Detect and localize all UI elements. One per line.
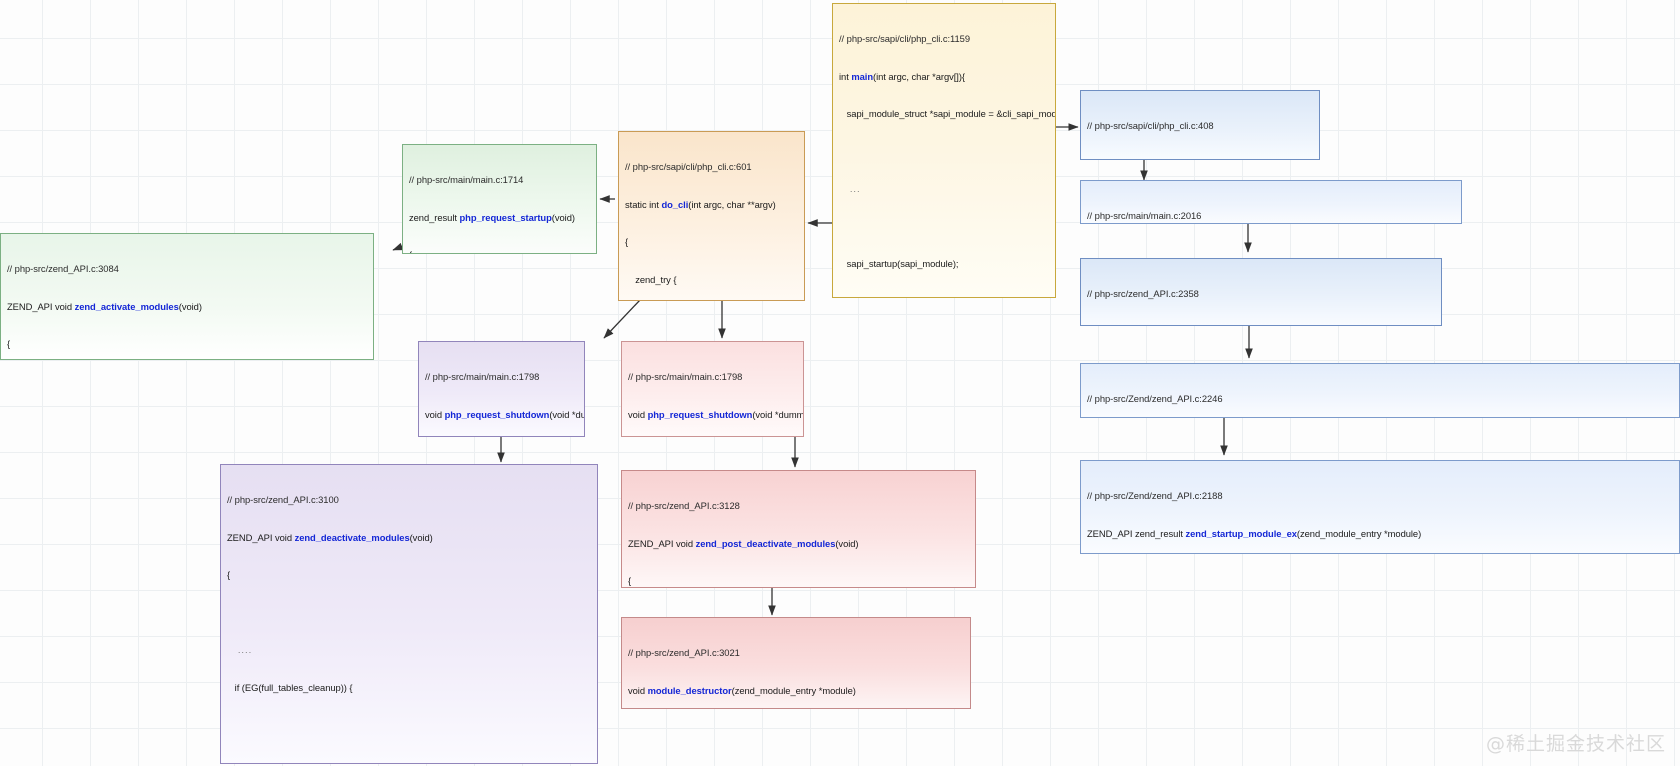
node-main[interactable]: // php-src/sapi/cli/php_cli.c:1159 int m…	[832, 3, 1056, 298]
code-line: int main(int argc, char *argv[]){	[839, 70, 966, 82]
code-line: ....	[227, 644, 253, 655]
node-php-cli-startup[interactable]: // php-src/sapi/cli/php_cli.c:408 static…	[1080, 90, 1320, 160]
node-comment: // php-src/zend_API.c:3021	[628, 647, 740, 658]
code-line: sapi_startup(sapi_module);	[839, 258, 959, 269]
code-line: {	[625, 236, 629, 247]
code-line: {	[628, 575, 632, 586]
code-line: {	[227, 569, 231, 580]
code-line: static int do_cli(int argc, char **argv)	[625, 198, 776, 210]
code-line: ...	[839, 183, 861, 194]
code-line: sapi_started = 1;	[839, 296, 1049, 298]
node-comment: // php-src/main/main.c:1798	[425, 371, 540, 382]
node-php-request-shutdown-right[interactable]: // php-src/main/main.c:1798 void php_req…	[621, 341, 804, 437]
node-zend-deactivate-modules[interactable]: // php-src/zend_API.c:3100 ZEND_API void…	[220, 464, 598, 764]
code-line: ZEND_API zend_result zend_startup_module…	[1087, 527, 1422, 539]
node-zend-activate-modules[interactable]: // php-src/zend_API.c:3084 ZEND_API void…	[0, 233, 374, 360]
node-comment: // php-src/main/main.c:1798	[628, 371, 743, 382]
node-php-request-shutdown-left[interactable]: // php-src/main/main.c:1798 void php_req…	[418, 341, 585, 437]
watermark: @稀土掘金技术社区	[1485, 733, 1666, 755]
code-line: ZEND_API void zend_startup_modules(void)	[1087, 326, 1435, 327]
node-comment: // php-src/Zend/zend_API.c:2188	[1087, 490, 1223, 501]
node-comment: // php-src/main/main.c:2016	[1087, 210, 1202, 221]
node-comment: // php-src/sapi/cli/php_cli.c:1159	[839, 33, 971, 44]
code-line: ZEND_API void zend_deactivate_modules(vo…	[227, 531, 433, 543]
code-line	[839, 221, 1049, 234]
node-comment: // php-src/zend_API.c:2358	[1087, 288, 1199, 299]
edge-do-cli-to-php-request-shutdown-left	[603, 299, 641, 339]
node-zend-startup-module-zval[interactable]: // php-src/Zend/zend_API.c:2246 static i…	[1080, 363, 1680, 418]
node-comment: // php-src/zend_API.c:3084	[7, 263, 119, 274]
code-line: sapi_module_struct *sapi_module = &cli_s…	[839, 108, 1056, 119]
code-line: if (EG(full_tables_cleanup)) {	[227, 681, 353, 693]
code-line: ....	[227, 756, 253, 764]
node-comment: // php-src/sapi/cli/php_cli.c:601	[625, 161, 752, 172]
code-line	[839, 146, 1049, 159]
node-php-request-startup[interactable]: // php-src/main/main.c:1714 zend_result …	[402, 144, 597, 254]
node-do-cli[interactable]: // php-src/sapi/cli/php_cli.c:601 static…	[618, 131, 805, 301]
code-line: void php_request_shutdown(void *dummy)	[425, 408, 585, 420]
node-php-module-startup[interactable]: // php-src/main/main.c:2016 zend_result …	[1080, 180, 1462, 224]
code-line: {	[7, 338, 11, 349]
code-line: void php_request_shutdown(void *dummy)	[628, 408, 804, 420]
node-zend-startup-module-ex[interactable]: // php-src/Zend/zend_API.c:2188 ZEND_API…	[1080, 460, 1680, 554]
code-line: zend_try {	[625, 273, 677, 285]
code-line: zend_result php_request_startup(void)	[409, 211, 575, 223]
code-line: static int php_cli_startup(sapi_module_s…	[1087, 158, 1319, 160]
code-line: {	[409, 249, 590, 253]
code-line: ZEND_API void zend_post_deactivate_modul…	[628, 537, 859, 549]
node-comment: // php-src/zend_API.c:3128	[628, 500, 740, 511]
code-line	[227, 719, 591, 732]
node-comment: // php-src/main/main.c:1714	[409, 174, 524, 185]
node-comment: // php-src/Zend/zend_API.c:2246	[1087, 393, 1223, 404]
node-zend-startup-modules[interactable]: // php-src/zend_API.c:2358 ZEND_API void…	[1080, 258, 1442, 326]
node-zend-post-deactivate-modules[interactable]: // php-src/zend_API.c:3128 ZEND_API void…	[621, 470, 976, 588]
code-line: ZEND_API void zend_activate_modules(void…	[7, 300, 202, 312]
code-line	[227, 607, 591, 620]
node-module-destructor[interactable]: // php-src/zend_API.c:3021 void module_d…	[621, 617, 971, 709]
node-comment: // php-src/sapi/cli/php_cli.c:408	[1087, 120, 1214, 131]
code-line: void module_destructor(zend_module_entry…	[628, 684, 856, 696]
node-comment: // php-src/zend_API.c:3100	[227, 494, 339, 505]
